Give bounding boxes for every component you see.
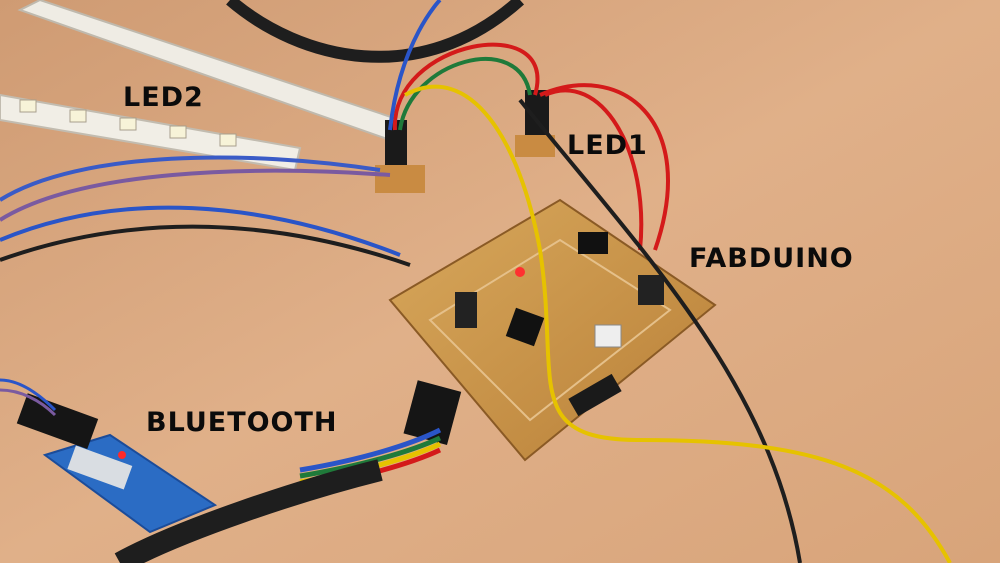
bluetooth-chip bbox=[67, 445, 133, 490]
bluetooth-header bbox=[16, 393, 99, 450]
ftdi-header bbox=[403, 380, 462, 445]
bottom-connector bbox=[568, 373, 622, 417]
led1-pad bbox=[515, 135, 555, 157]
label-fabduino: FABDUINO bbox=[689, 243, 854, 274]
long-yellow-wire bbox=[404, 84, 952, 563]
label-bluetooth: BLUETOOTH bbox=[146, 407, 338, 438]
black-cable-bottom bbox=[114, 459, 383, 563]
label-led1: LED1 bbox=[567, 130, 648, 161]
isp-header bbox=[455, 292, 477, 328]
microcontroller-chip bbox=[505, 307, 545, 347]
connector-led2 bbox=[385, 120, 407, 170]
fabduino-board bbox=[388, 198, 717, 462]
header-top-right bbox=[578, 232, 608, 254]
label-led2: LED2 bbox=[123, 82, 204, 113]
regulator bbox=[638, 275, 664, 305]
top-wires bbox=[388, 0, 670, 251]
board-led bbox=[515, 267, 525, 277]
bluetooth-module bbox=[16, 393, 218, 534]
reset-button bbox=[594, 324, 622, 348]
bluetooth-wires bbox=[0, 378, 57, 417]
long-black-wire bbox=[518, 98, 802, 563]
left-wire-bundle bbox=[0, 155, 411, 267]
bluetooth-led bbox=[118, 451, 126, 459]
led2-pad bbox=[375, 165, 425, 193]
black-cable-top bbox=[226, 0, 525, 63]
